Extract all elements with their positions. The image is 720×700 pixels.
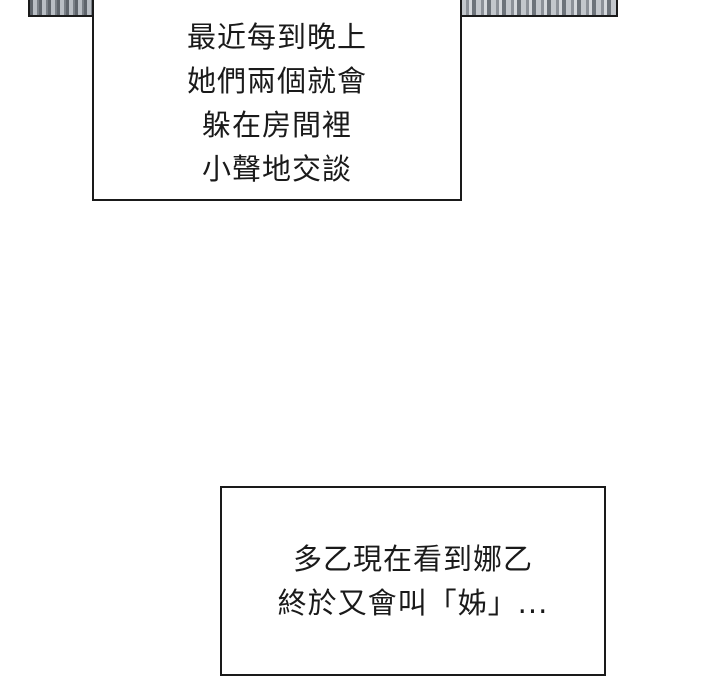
narration-box-bottom: 多乙現在看到娜乙 終於又會叫「姊」... (220, 486, 606, 676)
narration-line: 終於又會叫「姊」... (277, 586, 549, 620)
comic-panel-top-left-edge (28, 0, 100, 17)
narration-line: 多乙現在看到娜乙 (292, 542, 533, 576)
narration-box-top: 最近每到晚上 她們兩個就會 躲在房間裡 小聲地交談 (92, 0, 462, 201)
narration-line: 她們兩個就會 (186, 63, 367, 98)
narration-line: 最近每到晚上 (186, 19, 367, 54)
comic-panel-top-right-edge (455, 0, 618, 17)
narration-line: 躲在房間裡 (201, 107, 352, 142)
narration-line: 小聲地交談 (201, 151, 352, 186)
